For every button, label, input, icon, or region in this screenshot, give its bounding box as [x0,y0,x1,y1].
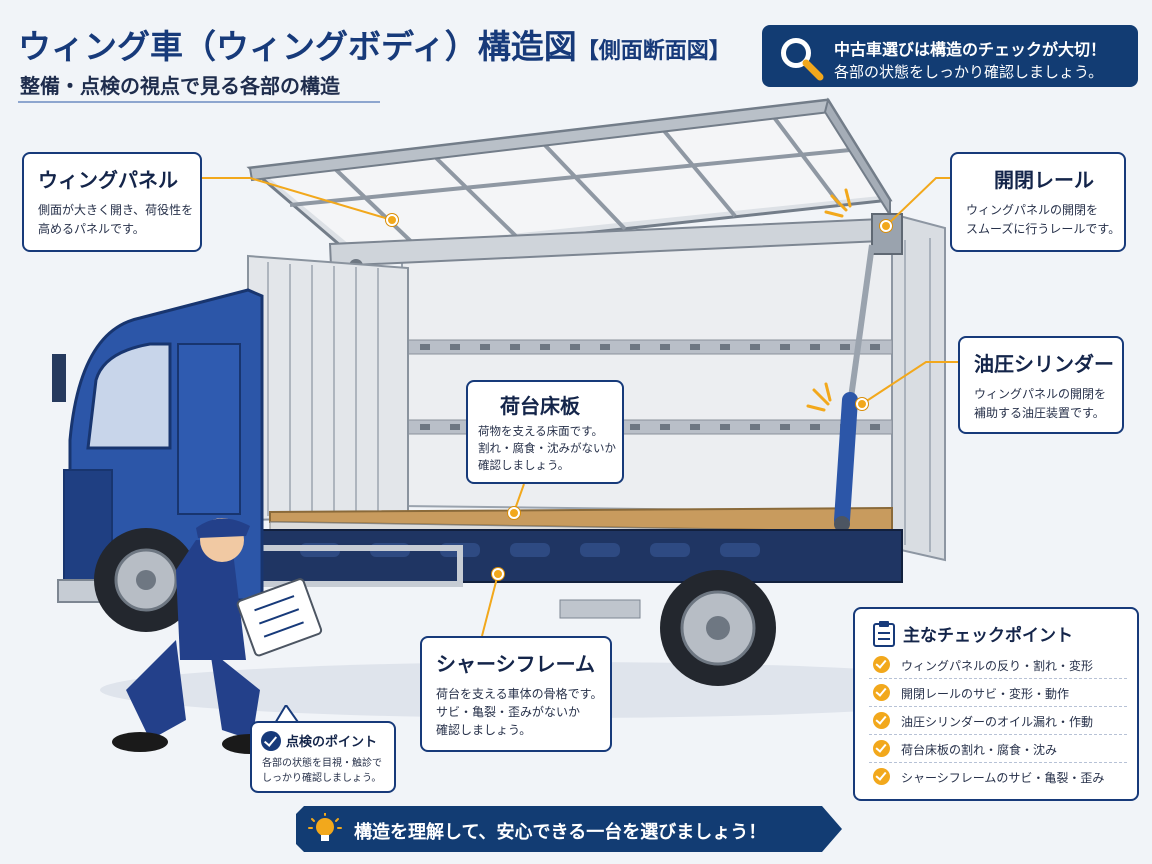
chassis-frame [261,529,903,583]
callout-rail: 開閉レール ウィングパネルの開閉をスムーズに行うレールです。 [950,152,1126,252]
banner-line-2: 各部の状態をしっかり確認しましょう。 [834,63,1104,81]
title-main: ウィング車（ウィングボディ）構造図 [18,27,577,66]
inspection-tip-bubble: 点検のポイント 各部の状態を目視・触診でしっかり確認しましょう。 [250,721,396,793]
footer-text: 構造を理解して、安心できる一台を選びましょう！ [354,822,767,843]
checklist-panel: 主なチェックポイント ウィングパネルの反り・割れ・変形 開閉レールのサビ・変形・… [853,607,1139,801]
leader-wing-panel [202,177,393,221]
check-icon [873,768,890,785]
callout-desc: 側面が大きく開き、荷役性を高めるパネルです。 [38,203,194,236]
check-icon [873,712,890,729]
callout-desc: ウィングパネルの開閉を補助する油圧装置です。 [974,387,1107,420]
checklist-item: 開閉レールのサビ・変形・動作 [869,679,1127,707]
tip-title: 点検のポイント [286,735,378,750]
check-circle-icon [261,731,281,751]
check-icon [873,656,890,673]
checklist-item: シャーシフレームのサビ・亀裂・歪み [869,763,1127,791]
magnifier-icon [781,38,824,81]
marker-wing-panel [386,214,398,226]
callout-title: シャーシフレーム [436,652,595,676]
callout-chassis: シャーシフレーム 荷台を支える車体の骨格です。サビ・亀裂・歪みがないか確認しまし… [420,636,612,752]
title-tag: 【側面断面図】 [576,39,731,64]
checklist-title: 主なチェックポイント [903,626,1073,646]
callout-desc: 荷物を支える床面です。割れ・腐食・沈みがないか確認しましょう。 [478,424,616,472]
callout-title: ウィングパネル [38,168,178,192]
banner-line-1: 中古車選びは構造のチェックが大切！ [834,40,1107,59]
footer-banner-shape [296,806,842,852]
subtitle-underline [18,101,380,103]
page-subtitle: 整備・点検の視点で見る各部の構造 [20,74,340,98]
checklist-item: 荷台床板の割れ・腐食・沈み [869,735,1127,763]
tip-desc: 各部の状態を目視・触診でしっかり確認しましょう。 [262,758,382,784]
checklist-item: 油圧シリンダーのオイル漏れ・作動 [869,707,1127,735]
lightbulb-icon [308,813,342,841]
leader-rail [885,177,950,227]
cylinder-body [834,392,858,528]
callout-desc: ウィングパネルの開閉をスムーズに行うレールです。 [966,203,1121,236]
footer-banner: 構造を理解して、安心できる一台を選びましょう！ [296,806,842,852]
callout-title: 荷台床板 [500,394,580,418]
callout-cylinder: 油圧シリンダー ウィングパネルの開閉を補助する油圧装置です。 [958,336,1124,434]
callout-title: 開閉レール [994,168,1094,192]
marker-chassis [492,568,504,580]
check-icon [873,740,890,757]
info-banner: 中古車選びは構造のチェックが大切！ 各部の状態をしっかり確認しましょう。 [762,25,1138,87]
page-title: ウィング車（ウィングボディ）構造図【側面断面図】 [18,20,731,68]
cylinder-rod [847,244,875,406]
callout-desc: 荷台を支える車体の骨格です。サビ・亀裂・歪みがないか確認しましょう。 [436,687,603,737]
leader-chassis [481,573,499,637]
clipboard-icon [873,621,895,647]
checklist-item: ウィングパネルの反り・割れ・変形 [869,651,1127,679]
marker-cylinder [856,398,868,410]
mechanic-figure [112,518,323,754]
callout-wing-panel: ウィングパネル 側面が大きく開き、荷役性を高めるパネルです。 [22,152,202,252]
callout-title: 油圧シリンダー [974,352,1114,376]
marker-rail [880,220,892,232]
leader-cylinder [861,361,958,405]
check-icon [873,684,890,701]
spark-marks [806,188,852,412]
marker-floor [508,507,520,519]
callout-floor: 荷台床板 荷物を支える床面です。割れ・腐食・沈みがないか確認しましょう。 [466,380,624,484]
